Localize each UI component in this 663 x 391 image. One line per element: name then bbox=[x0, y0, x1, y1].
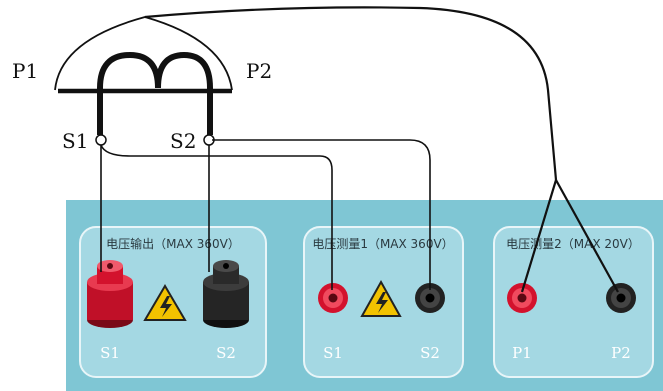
panel-voltage-measure-2-right-terminal: P2 bbox=[611, 344, 631, 362]
black-binding-post-icon[interactable] bbox=[203, 260, 249, 328]
panel-voltage-measure-2: 电压测量2（MAX 20V） P1 P2 bbox=[493, 226, 654, 378]
panel-voltage-measure-1: 电压测量1（MAX 360V） S1 S2 bbox=[303, 226, 464, 378]
high-voltage-warning-icon bbox=[360, 279, 402, 317]
secondary-coil bbox=[97, 51, 213, 135]
wire-s2-measure1 bbox=[212, 139, 431, 290]
wires bbox=[100, 6, 619, 293]
label-s2: S2 bbox=[170, 129, 196, 153]
wire-s1-measure1 bbox=[100, 144, 333, 290]
red-jack-icon[interactable] bbox=[318, 283, 348, 313]
panel-voltage-measure-1-left-terminal: S1 bbox=[323, 344, 343, 362]
secondary-terminal-s1[interactable] bbox=[95, 134, 107, 146]
panel-voltage-output: 电压输出（MAX 360V） S1 S2 bbox=[79, 226, 267, 378]
red-jack-icon[interactable] bbox=[507, 283, 537, 313]
panel-voltage-output-right-terminal: S2 bbox=[216, 344, 236, 362]
panel-voltage-measure-2-title: 电压测量2（MAX 20V） bbox=[506, 237, 640, 251]
primary-conductor bbox=[54, 16, 233, 91]
black-jack-icon[interactable] bbox=[415, 283, 445, 313]
label-s1: S1 bbox=[62, 129, 88, 153]
panel-voltage-output-title: 电压输出（MAX 360V） bbox=[106, 236, 240, 251]
transformer-symbol bbox=[54, 16, 233, 135]
panel-voltage-output-left-terminal: S1 bbox=[100, 344, 120, 362]
wire-measure2-p2 bbox=[555, 179, 619, 293]
panel-voltage-measure-2-left-terminal: P1 bbox=[512, 344, 532, 362]
panel-voltage-measure-1-title: 电压测量1（MAX 360V） bbox=[312, 237, 453, 251]
label-p1: P1 bbox=[12, 59, 38, 83]
label-p2: P2 bbox=[246, 59, 272, 83]
black-jack-icon[interactable] bbox=[606, 283, 636, 313]
wire-measure2-p1 bbox=[520, 179, 558, 293]
panel-voltage-measure-1-right-terminal: S2 bbox=[420, 344, 440, 362]
wire-primary-measure2 bbox=[144, 6, 558, 181]
red-binding-post-icon[interactable] bbox=[87, 260, 133, 328]
high-voltage-warning-icon bbox=[143, 284, 187, 321]
